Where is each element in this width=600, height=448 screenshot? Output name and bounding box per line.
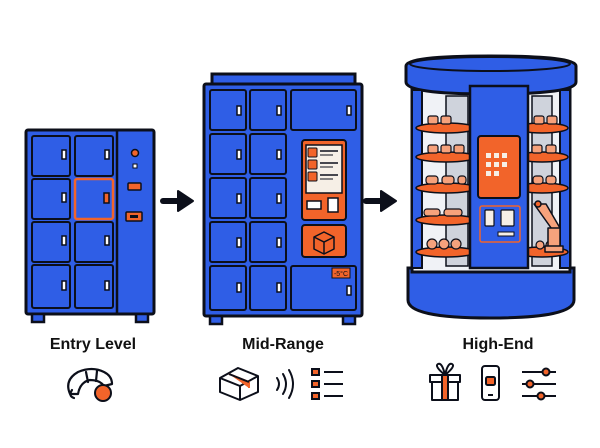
entry-control-panel bbox=[125, 148, 143, 222]
arrow-right-icon bbox=[160, 190, 194, 212]
payment-panel bbox=[479, 205, 521, 243]
pastry-items bbox=[423, 115, 558, 250]
gift-icon bbox=[429, 362, 461, 401]
contactless-icon bbox=[276, 369, 294, 399]
smartphone-icon bbox=[481, 365, 500, 401]
entry-level-locker bbox=[24, 128, 156, 324]
sliders-icon bbox=[522, 367, 556, 401]
arrow-right-icon bbox=[363, 190, 397, 212]
package-icon bbox=[219, 367, 259, 401]
croissant-icon bbox=[67, 367, 114, 400]
entry-locker-doors bbox=[31, 135, 115, 309]
carousel-touchscreen bbox=[477, 135, 521, 199]
list-icon bbox=[311, 368, 343, 400]
tier-label-entry-level: Entry Level bbox=[49, 336, 137, 353]
pickup-compartment bbox=[301, 224, 347, 258]
temperature-badge: -5°C bbox=[331, 267, 351, 279]
temperature-label: -5°C bbox=[334, 270, 348, 278]
mid-range-locker: -5°C bbox=[202, 72, 364, 326]
tier-label-mid-range: Mid-Range bbox=[242, 336, 324, 353]
tier-label-high-end: High-End bbox=[462, 336, 534, 353]
robot-arm bbox=[533, 200, 564, 253]
touchscreen-kiosk bbox=[301, 139, 347, 221]
high-end-carousel-machine bbox=[404, 54, 578, 320]
cookie-icon bbox=[94, 384, 112, 402]
